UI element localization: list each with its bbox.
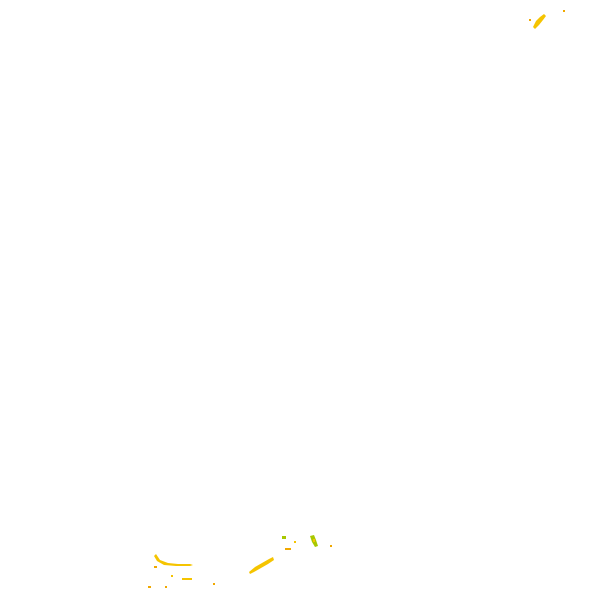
map-feature (294, 541, 296, 543)
map-feature (213, 583, 215, 585)
map-feature (313, 539, 315, 542)
map-feature (282, 536, 286, 539)
feature-cluster-bottom-center (249, 535, 332, 574)
feature-cluster-top-right (529, 10, 565, 29)
map-feature (182, 578, 192, 580)
map-feature (330, 545, 332, 547)
map-feature (154, 554, 193, 566)
map-feature (533, 14, 546, 29)
map-feature (529, 19, 531, 21)
map-feature (563, 10, 565, 12)
map-feature (154, 566, 157, 568)
map-feature (249, 557, 274, 574)
map-feature (148, 586, 151, 588)
map-feature (285, 548, 291, 550)
map-feature (171, 575, 173, 577)
map-feature (165, 586, 167, 588)
feature-cluster-bottom-left (148, 554, 215, 588)
